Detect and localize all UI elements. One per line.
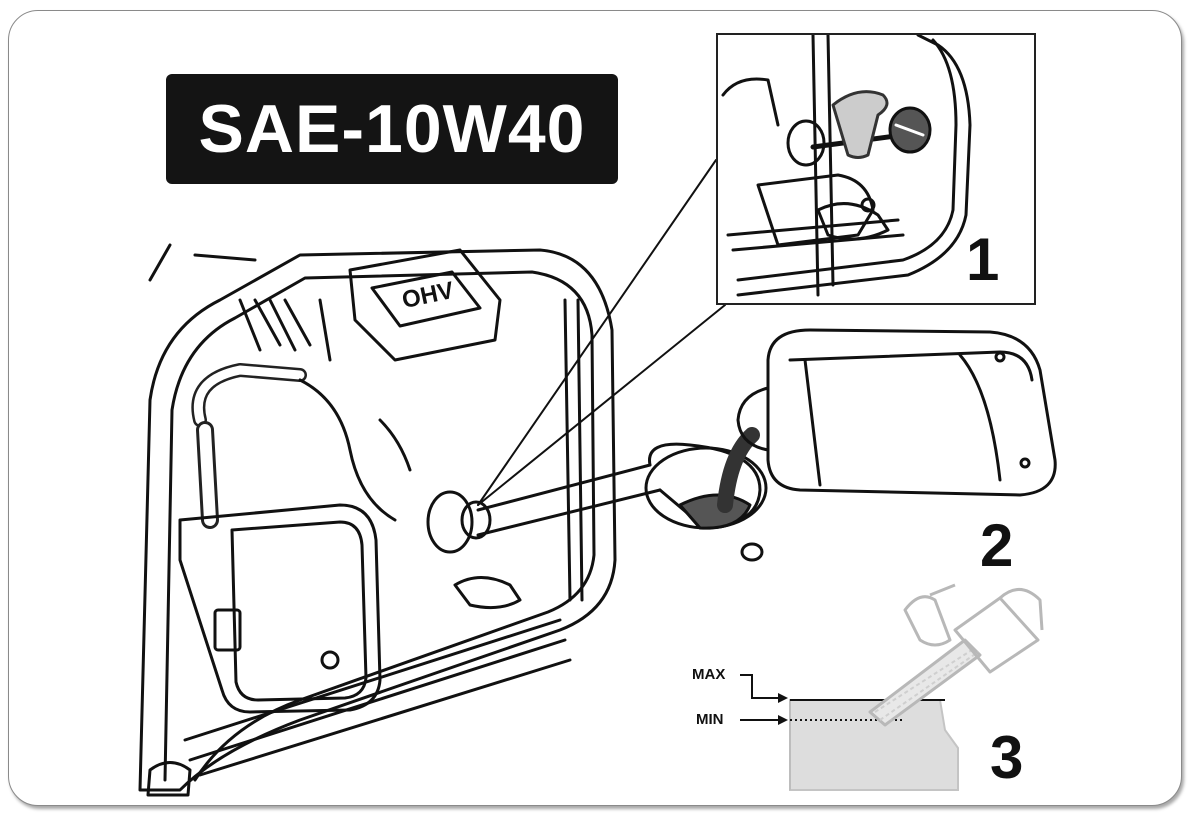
oil-bottle [766,328,1057,497]
step-1-inset [716,33,1036,305]
max-label: MAX [692,666,726,683]
ohv-cover [348,248,502,362]
step-number-1: 1 [966,226,1000,293]
housing-inner-outline [163,270,596,782]
oil-spec-badge: SAE-10W40 [166,74,618,184]
cap-removal-illustration [721,35,972,297]
dipstick [868,583,1044,727]
max-arrow [740,674,784,699]
step-number-2: 2 [980,512,1014,579]
min-label: MIN [696,711,724,728]
funnel-spout [476,463,662,537]
step-number-3: 3 [990,724,1024,791]
